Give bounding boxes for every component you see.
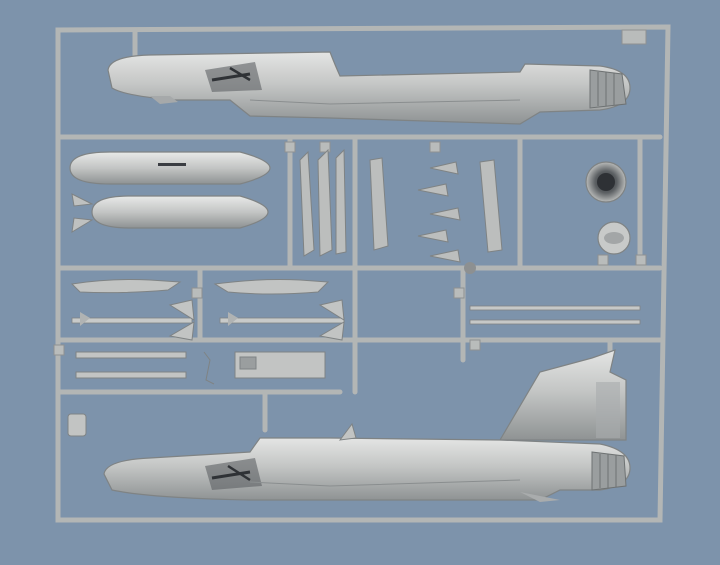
engine-nozzle-part: [585, 161, 627, 203]
air-to-air-missile-1: [71, 299, 195, 341]
wheel-part: [597, 221, 631, 255]
long-rod-parts: [469, 305, 641, 325]
sprue-frame: [55, 24, 671, 523]
drop-tank-2: [71, 193, 269, 233]
sprue-gates: [53, 29, 647, 356]
air-to-air-missile-2: [219, 299, 345, 341]
sprue-outer-frame: [55, 24, 671, 523]
small-missile-parts: [417, 161, 461, 263]
drop-tank-1: [69, 151, 271, 185]
sprue-hub: [464, 262, 476, 274]
lower-fuselage-half-with-fin: [103, 349, 631, 502]
lower-small-parts: [67, 351, 326, 437]
upper-fuselage-half: [107, 51, 631, 125]
missile-wing-parts: [70, 279, 330, 295]
pylon-parts: [299, 148, 503, 257]
